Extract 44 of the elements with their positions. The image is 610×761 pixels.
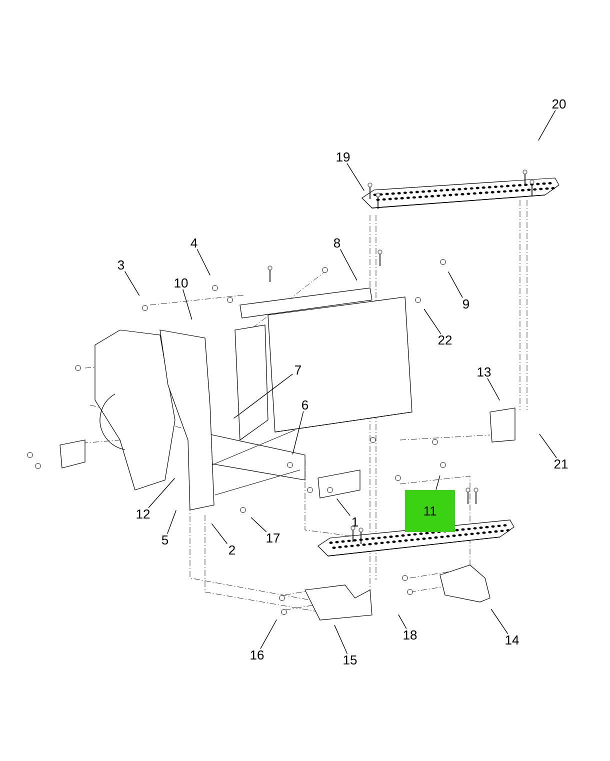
callout-number: 20 (552, 99, 566, 109)
callout-number: 7 (295, 366, 301, 374)
callout-number: 14 (506, 636, 519, 644)
callout-number: 9 (463, 299, 469, 309)
leader-line (334, 624, 348, 654)
leader-line (346, 162, 364, 192)
leader-line (490, 608, 508, 634)
callout-number: 22 (438, 335, 452, 345)
callout-number: 15 (344, 655, 357, 665)
callout-number: 21 (554, 459, 568, 469)
callout-number: 2 (229, 545, 235, 555)
callout-number: 19 (336, 152, 350, 162)
leader-line (182, 288, 192, 320)
leader-line (196, 248, 210, 276)
callout-number: 1 (352, 518, 358, 526)
leader-line (260, 619, 277, 650)
leader-line (448, 271, 463, 298)
callout-number: 13 (478, 367, 491, 377)
leader-line (398, 614, 407, 630)
callout-number: 16 (250, 650, 264, 660)
leader-line (211, 523, 228, 544)
callout-number: 6 (302, 400, 308, 410)
leader-line (250, 517, 267, 532)
leader-line (487, 378, 500, 401)
leader-line (436, 475, 440, 490)
highlight-box: 11 (405, 490, 455, 532)
leader-line (233, 374, 294, 419)
callout-number: 18 (404, 630, 417, 640)
leader-line (424, 308, 442, 334)
callout-number: 17 (266, 534, 280, 542)
leader-line (336, 498, 351, 516)
callout-number: 12 (136, 509, 150, 519)
leader-line (124, 270, 140, 296)
leader-line (539, 434, 557, 458)
callout-number: 3 (118, 260, 124, 270)
callout-number: 5 (162, 535, 168, 545)
callout-number: 4 (190, 238, 198, 248)
callout-number: 10 (174, 278, 188, 288)
leader-line (340, 248, 358, 281)
leader-line (166, 510, 176, 534)
leader-line (148, 478, 176, 508)
callout-number: 8 (334, 238, 340, 248)
leader-line (538, 110, 556, 141)
leader-line (292, 410, 304, 455)
